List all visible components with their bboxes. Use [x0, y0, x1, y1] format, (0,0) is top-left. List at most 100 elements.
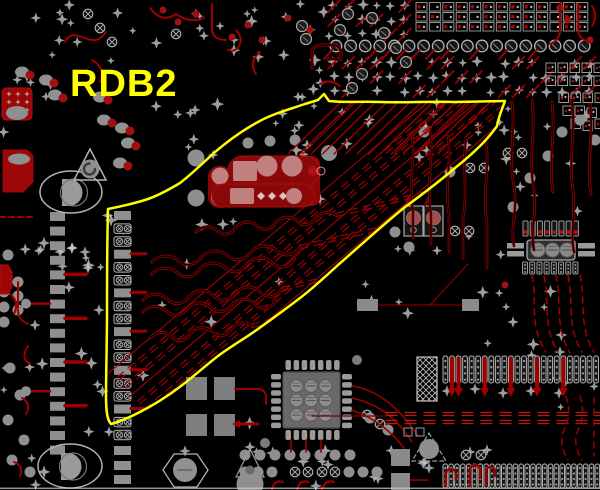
round-pad — [389, 226, 401, 238]
capsule-pad-red — [25, 70, 35, 80]
trace — [299, 24, 305, 29]
thermal-via-star — [189, 104, 201, 116]
trace — [403, 60, 409, 65]
connector-pad — [562, 2, 575, 12]
pad — [529, 378, 532, 381]
trace — [446, 135, 450, 253]
pin-dot — [489, 5, 493, 9]
pad — [576, 109, 580, 113]
thermal-via-star — [324, 31, 334, 41]
square-pad — [593, 75, 600, 86]
pad — [543, 466, 546, 470]
qfn-pad — [301, 360, 308, 370]
pad — [496, 466, 499, 470]
pin-dot — [543, 15, 546, 19]
pad — [560, 264, 562, 266]
thermal-via-star — [6, 91, 12, 97]
thermal-via-star — [297, 92, 307, 102]
thermal-via-star — [55, 8, 65, 17]
via — [460, 39, 474, 53]
pad — [580, 108, 583, 112]
pin-mark — [417, 15, 421, 19]
x-hole — [123, 263, 132, 271]
square-pad — [545, 75, 556, 86]
smd-pad — [114, 404, 131, 414]
smd-pad — [462, 299, 479, 311]
pad — [571, 66, 575, 70]
slot-pad — [442, 355, 449, 384]
x-hole — [115, 224, 124, 233]
via — [402, 39, 416, 53]
pin-dot — [422, 5, 426, 9]
red-dot — [244, 21, 252, 29]
trace — [566, 43, 573, 50]
trace — [582, 84, 597, 99]
thermal-via-star — [471, 55, 484, 68]
capsule-pad-red — [107, 118, 117, 128]
pin-dot — [516, 25, 519, 29]
pad — [496, 472, 499, 475]
smd-pad — [50, 299, 65, 309]
pad — [260, 438, 270, 448]
pin-mark — [417, 5, 421, 9]
pin-mark — [524, 15, 528, 19]
round-pad — [343, 466, 355, 478]
pad — [461, 466, 464, 470]
pad — [531, 271, 534, 273]
pad — [503, 366, 506, 369]
qfn-pad — [301, 430, 308, 440]
capsule-pad-red — [103, 95, 113, 105]
trace — [234, 388, 267, 405]
pad — [568, 108, 571, 112]
trace — [82, 162, 97, 176]
pad — [538, 267, 541, 270]
pin-dot — [530, 15, 533, 19]
pad — [524, 264, 526, 266]
ring-via — [333, 23, 347, 37]
pin-mark — [484, 5, 488, 9]
thermal-via-star — [384, 71, 396, 83]
pad — [352, 355, 362, 365]
pad — [520, 472, 523, 475]
pad — [568, 366, 571, 369]
capsule-pad — [39, 74, 53, 86]
thermal-via-star — [12, 74, 23, 85]
trace — [141, 94, 505, 413]
thermal-via-star — [528, 72, 539, 83]
left-copper-blocks — [0, 87, 35, 295]
bga-via-grid — [326, 0, 597, 99]
trace — [298, 102, 353, 155]
thermal-via-star — [510, 127, 519, 136]
pad — [588, 378, 591, 381]
pad — [581, 366, 585, 369]
qfn-pad — [342, 414, 352, 420]
trace — [511, 55, 526, 70]
connector-pad — [522, 12, 535, 22]
trace — [125, 239, 130, 244]
trace — [117, 380, 122, 386]
connector-pad — [576, 12, 589, 22]
arrow-head — [506, 388, 516, 397]
trace — [454, 70, 469, 84]
trace — [337, 28, 343, 33]
trace — [531, 99, 536, 251]
red-dot — [501, 281, 509, 289]
pad — [561, 466, 564, 470]
pin-dot — [556, 25, 560, 29]
trace — [580, 43, 587, 50]
capsule-pad-red — [123, 161, 133, 171]
pad — [473, 472, 476, 475]
trace — [125, 264, 130, 270]
pad — [583, 79, 587, 83]
thermal-via-star — [357, 57, 367, 67]
thermal-via-star — [398, 14, 409, 25]
pad — [563, 78, 566, 82]
pad — [321, 145, 337, 161]
pad — [549, 359, 552, 363]
red-dot — [306, 26, 314, 34]
trace — [567, 275, 583, 353]
thermal-via-star — [458, 58, 468, 68]
thermal-via-star — [427, 72, 439, 84]
pad — [523, 230, 528, 234]
